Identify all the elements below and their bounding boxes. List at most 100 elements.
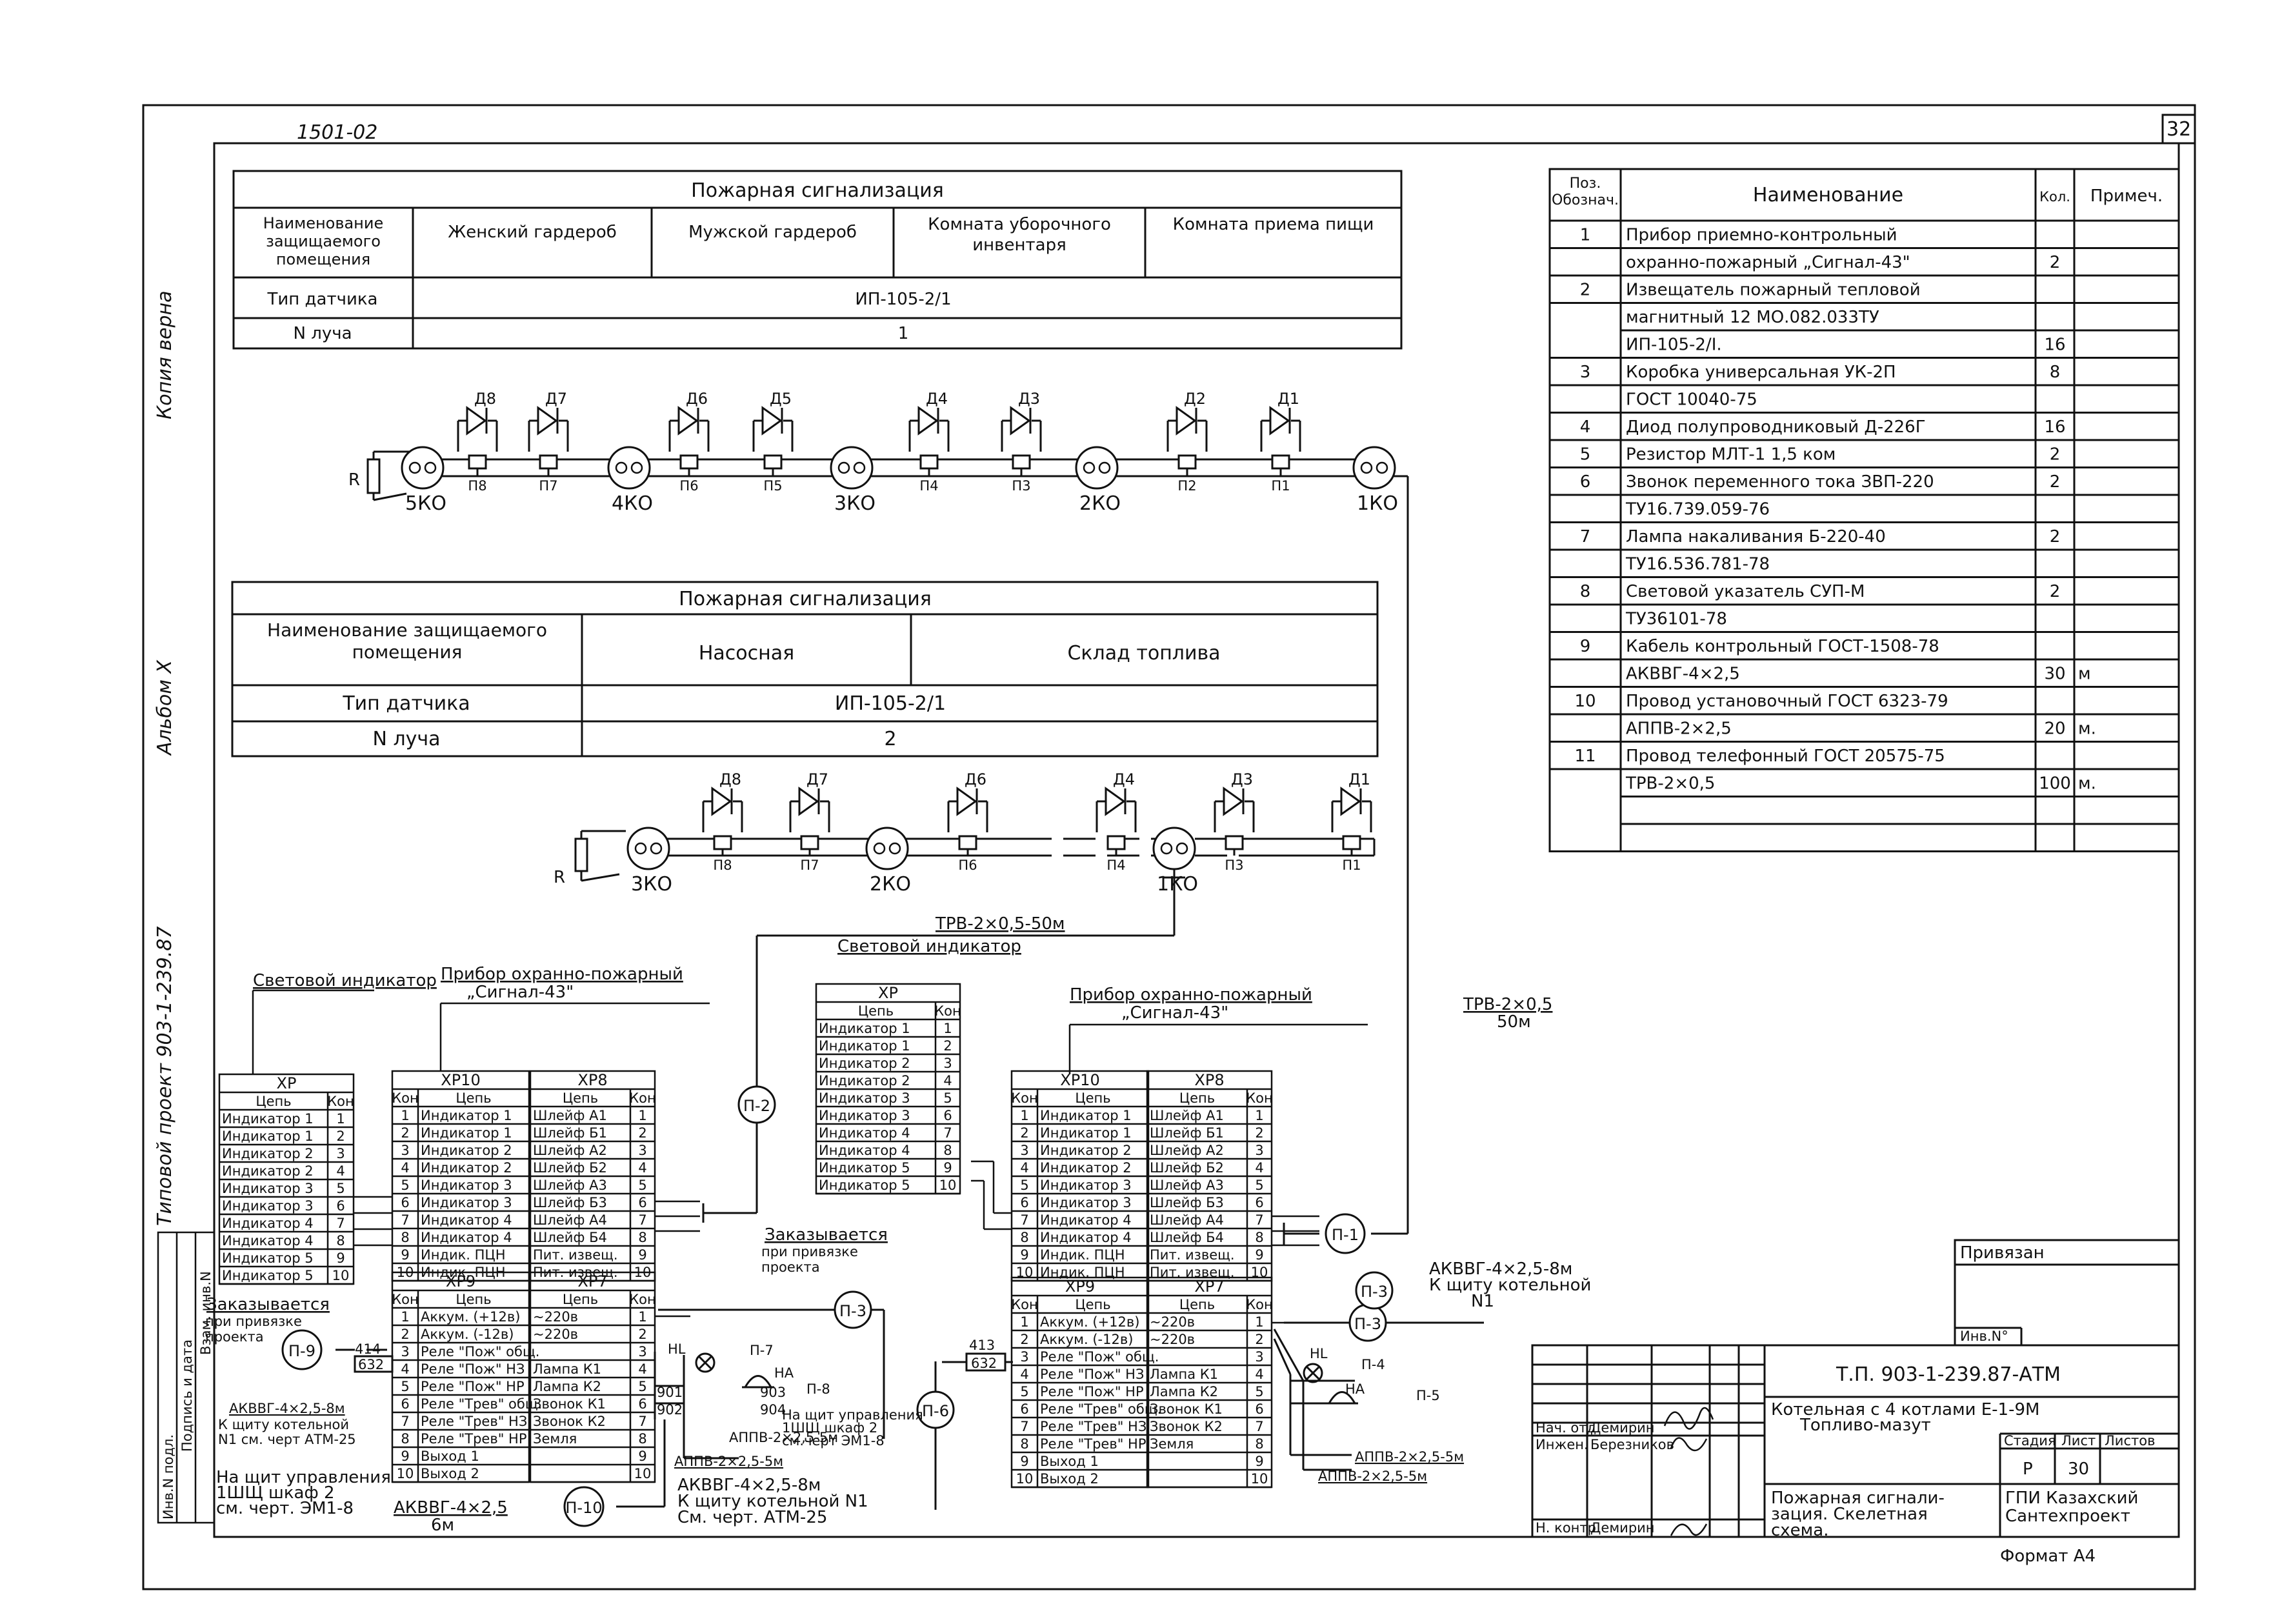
xp-ind-mid-title: ХР [878, 984, 898, 1002]
spec-row-qty-16: 30 [2044, 665, 2065, 684]
loop1-diode-1 [537, 406, 558, 436]
xp7-left-row-num-7: 8 [638, 1431, 646, 1447]
xp7-left-header-b: Кон [629, 1292, 656, 1307]
xp-ind-left-row-num-4: 5 [336, 1181, 345, 1196]
loop1-detector-3 [763, 454, 783, 470]
stamp-role2: Инжен. [1536, 1437, 1588, 1452]
cable-akvvg-left-a: АКВВГ-4×2,5-8м [229, 1401, 345, 1416]
callout-p10-text: П-10 [565, 1499, 602, 1517]
xp10-left-row-num-3: 4 [401, 1160, 409, 1176]
cable-appv-a: АППВ-2×2,5-5м [674, 1454, 783, 1469]
xp9-left-row-name-3: Реле "Пож" НЗ [421, 1361, 525, 1377]
xp8-left-header-a: Цепь [563, 1090, 598, 1106]
callout-p10 [563, 1486, 605, 1527]
xp9-right-row-num-4: 5 [1020, 1384, 1028, 1399]
xp10-right-row-num-1: 2 [1020, 1125, 1028, 1141]
xp9-right-row-name-8: Выход 1 [1040, 1454, 1099, 1469]
cable-trv-b: ТРВ-2×0,5 [1463, 995, 1552, 1014]
xp-ind-mid-row-name-1: Индикатор 1 [819, 1038, 910, 1054]
xp10-right-row-num-0: 1 [1020, 1108, 1028, 1123]
xp9-left-row-name-6: Реле "Трев" НЗ [421, 1414, 527, 1429]
callout-p9 [281, 1329, 323, 1370]
loop1-detector-6 [1177, 454, 1197, 470]
xp10-right-row-name-4: Индикатор 3 [1040, 1178, 1132, 1193]
cable-trv-a: ТРВ-2×0,5-50м [935, 914, 1065, 934]
xp8-right-row-num-4: 5 [1255, 1178, 1263, 1193]
loop2-diode-label-4: Д3 [1231, 770, 1253, 788]
spec-row-qty-5: 8 [2050, 363, 2061, 382]
xp10-right-row-name-3: Индикатор 2 [1040, 1160, 1132, 1176]
stamp-sheet-header: Лист [2061, 1433, 2096, 1449]
spec-row-name-8: Резистор МЛТ-1 1,5 ком [1626, 445, 1836, 465]
spec-row-name-4: ИП-105-2/I. [1626, 336, 1722, 355]
xp-ind-mid-row-num-6: 7 [943, 1125, 952, 1141]
table1-beam-label: N луча [293, 324, 352, 343]
spec-header-qty: Кол. [2039, 189, 2070, 205]
xp8-right-row-num-6: 7 [1255, 1212, 1263, 1228]
top-code: 1501-02 [297, 121, 377, 144]
spec-row-pos-9: 6 [1580, 472, 1591, 492]
spec-row-name-13: Световой указатель СУП-М [1626, 582, 1865, 601]
xp-ind-mid-row-name-6: Индикатор 4 [819, 1125, 910, 1141]
table1-title: Пожарная сигнализация [691, 179, 944, 202]
loop1-junction-box-4 [1352, 446, 1396, 490]
xp7-right-row-name-1: ~220в [1150, 1332, 1195, 1347]
loop2-detector-3 [1106, 835, 1126, 850]
xp7-right-row-num-6: 7 [1255, 1419, 1263, 1434]
spec-row-pos-0: 1 [1580, 226, 1591, 245]
xp10-left-row-num-1: 2 [401, 1125, 409, 1141]
ha-right: НА [1345, 1381, 1365, 1397]
callout-p6-text: П-6 [922, 1402, 949, 1420]
callout-p3-mid [834, 1290, 872, 1329]
loop1-box-terminal-b-1 [630, 461, 643, 474]
xp-ind-left-row-num-5: 6 [336, 1198, 345, 1214]
xp10-left-row-name-3: Индикатор 2 [421, 1160, 512, 1176]
xp9-left-row-name-8: Выход 1 [421, 1449, 479, 1464]
loop1-detector-4 [919, 454, 939, 470]
xp-ind-mid-row-name-3: Индикатор 2 [819, 1073, 910, 1088]
xp9-right-row-num-2: 3 [1020, 1349, 1028, 1365]
loop1-junction-box-1 [607, 446, 651, 490]
stamp-role3: Н. контр. [1536, 1520, 1601, 1536]
callout-p3-mid-text: П-3 [839, 1302, 866, 1320]
na-shit-left-a: На щит управления [216, 1468, 391, 1487]
loop1-diode-5 [1010, 406, 1031, 436]
xp9-right-row-num-5: 6 [1020, 1401, 1028, 1417]
xp10-right-row-name-6: Индикатор 4 [1040, 1212, 1132, 1228]
xp-ind-left-title: ХР [277, 1074, 297, 1092]
xp-ind-left-row-num-3: 4 [336, 1163, 345, 1179]
xp7-left-row-num-0: 1 [638, 1309, 646, 1325]
loop1-junction-box-3 [1075, 446, 1119, 490]
xp9-right-row-name-5: Реле "Трев" общ. [1040, 1401, 1161, 1417]
num-902: 902 [657, 1402, 683, 1418]
stamp-sheets-header: Листов [2105, 1433, 2155, 1449]
cable-appv-b: АППВ-2×2,5-5м [729, 1430, 838, 1445]
loop2-detector-2 [958, 835, 977, 850]
xp9-left-header-b: Цепь [455, 1292, 491, 1307]
loop1-box-terminal-a-3 [1083, 461, 1096, 474]
xp8-right-row-num-1: 2 [1255, 1125, 1263, 1141]
spec-row-pos-8: 5 [1580, 445, 1591, 465]
cable-akvvg-left-c: N1 см. черт АТМ-25 [218, 1432, 356, 1447]
xp7-left-row-num-5: 6 [638, 1396, 646, 1412]
xp8-left-row-num-7: 8 [638, 1230, 646, 1245]
stamp-org2: Сантехпроект [2005, 1507, 2130, 1526]
loop1-diode-label-0: Д8 [474, 390, 496, 408]
callout-p3-right-text: П-3 [1354, 1315, 1381, 1333]
spec-row-note-16: м [2078, 665, 2091, 684]
spec-row-name-14: ТУ36101-78 [1625, 610, 1727, 629]
xp7-right-row-name-3: Лампа К1 [1150, 1367, 1218, 1382]
sheet-number: 32 [2167, 118, 2191, 141]
callout-p3-right2-text: П-3 [1361, 1283, 1388, 1301]
xp10-left-row-num-8: 9 [401, 1247, 409, 1263]
loop1-diode-label-5: Д3 [1018, 390, 1040, 408]
spec-row-pos-2: 2 [1580, 281, 1591, 300]
xp-ind-mid-row-num-3: 4 [943, 1073, 952, 1088]
xp-ind-left-row-num-1: 2 [336, 1128, 345, 1144]
cable-akvvg8-b: К щиту котельной [1429, 1276, 1591, 1295]
spec-header-note: Примеч. [2090, 186, 2163, 206]
xp9-left-row-name-9: Выход 2 [421, 1466, 479, 1481]
xp7-left-header-a: Цепь [563, 1292, 598, 1307]
spec-row-qty-18: 20 [2044, 719, 2065, 739]
cable-trv-b2: 50м [1497, 1012, 1531, 1032]
